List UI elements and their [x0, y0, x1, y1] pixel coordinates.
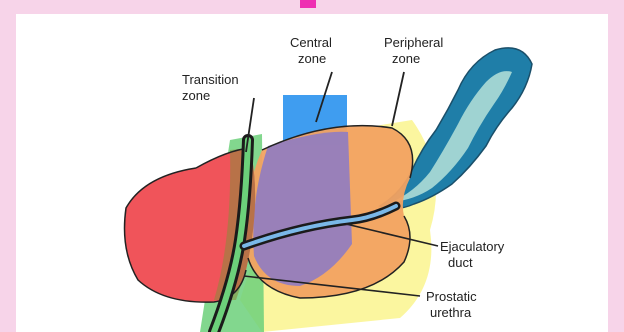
label-central-zone: Central zone	[290, 35, 336, 66]
label-ejaculatory-duct: Ejaculatory duct	[440, 239, 508, 270]
label-transition-zone: Transition zone	[182, 72, 242, 103]
leader-peripheral	[392, 72, 404, 126]
label-prostatic-urethra: Prostatic urethra	[426, 289, 480, 320]
label-peripheral-zone: Peripheral zone	[384, 35, 447, 66]
